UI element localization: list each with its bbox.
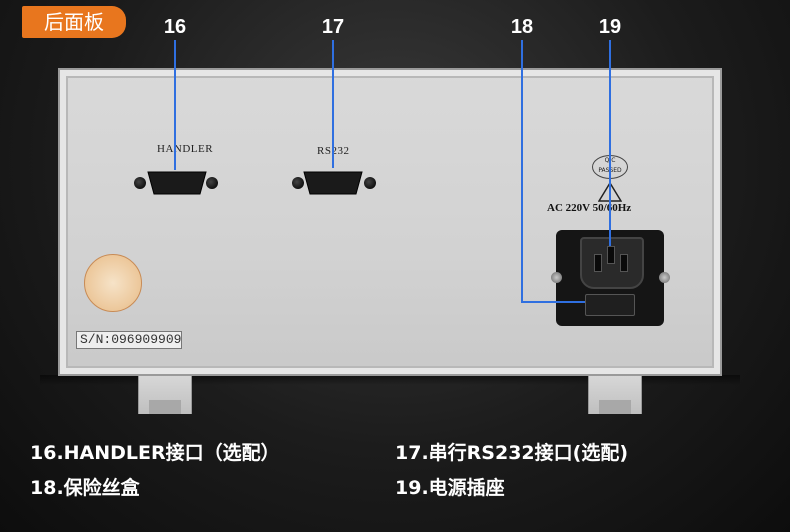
brand-sticker	[84, 254, 142, 312]
inlet-pin-right	[620, 254, 628, 272]
right-foot	[588, 376, 642, 414]
caption-18: 18.保险丝盒	[30, 477, 140, 499]
caption-17: 17.串行RS232接口(选配)	[395, 442, 629, 464]
section-badge: 后面板	[22, 6, 126, 38]
callout-number-17: 17	[321, 16, 345, 38]
handler-screw-right	[206, 177, 218, 189]
rs232-connector	[303, 171, 363, 195]
inlet-pin-earth	[607, 246, 615, 264]
rs232-screw-left	[292, 177, 304, 189]
inlet-pin-left	[594, 254, 602, 272]
caption-16: 16.HANDLER接口（选配）	[30, 442, 280, 464]
socket-screw-left	[551, 272, 562, 283]
callout-number-19: 19	[598, 16, 622, 38]
socket-screw-right	[659, 272, 670, 283]
rs232-screw-right	[364, 177, 376, 189]
handler-connector	[147, 171, 207, 195]
serial-number-label: S/N:096909909	[76, 331, 182, 349]
caption-19: 19.电源插座	[395, 477, 505, 499]
handler-port-label: HANDLER	[157, 143, 214, 155]
callout-number-18: 18	[510, 16, 534, 38]
device-shadow	[40, 375, 740, 385]
left-foot	[138, 376, 192, 414]
fuse-box[interactable]	[585, 294, 635, 316]
callout-number-16: 16	[163, 16, 187, 38]
handler-screw-left	[134, 177, 146, 189]
